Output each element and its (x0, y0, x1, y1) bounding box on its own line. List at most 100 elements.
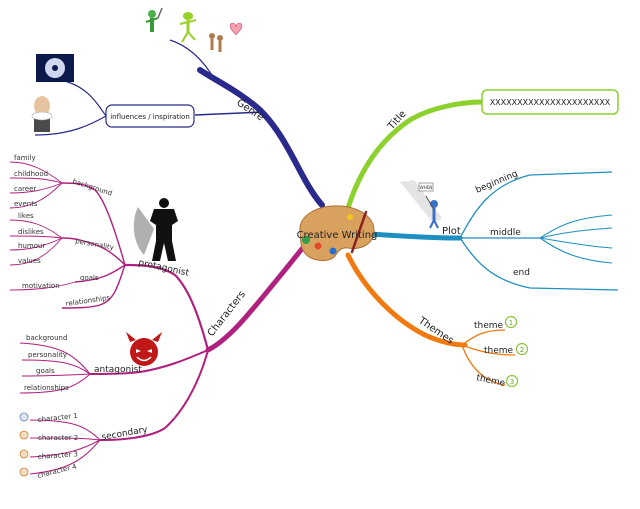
superhero-icon (133, 198, 178, 261)
title-branch-line (345, 99, 485, 211)
genre-icons-line (169, 39, 216, 81)
goals-motivation-line (9, 281, 76, 291)
plot-middle-sub-3 (539, 237, 613, 249)
theme-1-number: 1 (509, 319, 513, 327)
prot-pers-humour[interactable]: humour (18, 242, 45, 250)
plot-beginning-line (459, 171, 613, 239)
prot-bg-events[interactable]: events (14, 200, 38, 208)
influences-line-2 (34, 115, 107, 136)
antagonist-line (89, 349, 209, 375)
theme-2-line (461, 344, 516, 356)
devil-icon (126, 332, 162, 366)
prot-bg-career[interactable]: career (14, 185, 36, 193)
romance-icon (209, 22, 243, 52)
ant-relationships-line (19, 373, 91, 394)
theme-2-number: 2 (520, 346, 524, 354)
theme-3-number: 3 (510, 378, 514, 386)
influences-line-1 (59, 79, 107, 117)
prot-personality-label[interactable]: personality (75, 237, 115, 252)
prot-relationships-label[interactable]: relationships (65, 294, 111, 308)
sec-character-3[interactable]: character 3 (38, 450, 79, 461)
bg-career-line (9, 182, 63, 194)
ant-goals-line (21, 373, 91, 377)
ant-background[interactable]: background (26, 334, 67, 342)
character-4-avatar-icon (19, 467, 29, 477)
character-3-avatar-icon (19, 449, 29, 459)
prot-goals-label[interactable]: goals (80, 274, 99, 282)
protagonist-label[interactable]: protagonist (137, 258, 190, 279)
characters-branch-label[interactable]: Characters (206, 289, 248, 339)
sec-char2-line (29, 437, 101, 441)
ant-personality-line (21, 359, 91, 375)
prot-bg-childhood[interactable]: childhood (14, 170, 48, 178)
ant-background-line (19, 342, 91, 375)
bg-events-line (9, 182, 63, 209)
prot-pers-likes[interactable]: likes (18, 212, 34, 220)
genre-influences-line (194, 111, 263, 116)
plot-middle-label[interactable]: middle (490, 228, 521, 238)
pers-humour-line (9, 237, 63, 251)
moon-bicycle-icon (36, 54, 74, 82)
plot-branch-line (367, 231, 463, 241)
sec-char1-line (29, 419, 101, 441)
theme-3-label[interactable]: theme (475, 373, 506, 389)
theme-1-line (461, 329, 506, 346)
sec-character-1[interactable]: character 1 (37, 412, 78, 424)
paintbrush-icon (350, 210, 368, 254)
plot-beginning-label[interactable]: beginning (474, 169, 519, 196)
plot-middle-sub-2 (539, 227, 613, 239)
sec-character-4[interactable]: character 4 (37, 462, 78, 480)
center-label: Creative Writing (297, 230, 378, 241)
title-box-text[interactable]: XXXXXXXXXXXXXXXXXXXXXX (490, 98, 611, 107)
ant-goals[interactable]: goals (36, 367, 55, 375)
character-2-avatar-icon (19, 430, 29, 440)
prot-background-line (61, 182, 126, 266)
prot-relationships-line (61, 264, 126, 309)
center-palette[interactable]: Creative Writing (297, 205, 378, 261)
prot-personality-line (61, 237, 126, 266)
theme-3-line (461, 344, 506, 386)
theme-2-number-badge (515, 342, 529, 356)
influences-label[interactable]: influences / inspiration (110, 113, 190, 121)
genre-branch-line (197, 67, 325, 208)
plot-person-icon: WHEN (400, 180, 442, 229)
protagonist-line (124, 263, 210, 351)
prot-goals-line (74, 264, 126, 283)
prot-pers-dislikes[interactable]: dislikes (18, 228, 44, 236)
character-1-avatar-icon (19, 412, 29, 422)
themes-branch-line (345, 252, 468, 348)
alien-icon (179, 12, 197, 43)
secondary-line (99, 349, 209, 441)
ant-personality[interactable]: personality (28, 351, 67, 359)
ant-relationships[interactable]: relationships (24, 384, 69, 392)
pers-values-line (9, 237, 63, 266)
sec-char4-line (29, 439, 101, 475)
paint-dab-yellow (347, 214, 353, 220)
paint-dab-red (314, 242, 322, 250)
prot-background-label[interactable]: background (71, 177, 113, 197)
pers-dislikes-line (9, 235, 63, 239)
sec-char3-line (29, 439, 101, 458)
paint-dab-blue (329, 247, 337, 255)
theme-1-label[interactable]: theme (474, 321, 504, 331)
plot-middle-sub-1 (539, 214, 613, 239)
prot-pers-values[interactable]: values (18, 257, 41, 265)
plot-branch-label[interactable]: Plot (442, 226, 461, 237)
prot-goals-motivation[interactable]: motivation (22, 282, 60, 290)
pers-likes-line (9, 219, 63, 239)
plot-end-label[interactable]: end (513, 268, 530, 278)
secondary-label[interactable]: secondary (101, 425, 149, 443)
prot-bg-family[interactable]: family (14, 154, 36, 162)
antagonist-label[interactable]: antagonist (94, 365, 142, 375)
characters-branch-line (205, 242, 308, 353)
bg-family-line (9, 161, 63, 184)
title-box (481, 89, 619, 115)
paint-dab-green (302, 236, 310, 244)
theme-3-number-badge (505, 374, 519, 388)
theme-1-number-badge (504, 315, 518, 329)
fantasy-icon (145, 7, 163, 32)
sec-character-2[interactable]: character 2 (38, 434, 78, 442)
theme-2-label[interactable]: theme (484, 346, 514, 356)
